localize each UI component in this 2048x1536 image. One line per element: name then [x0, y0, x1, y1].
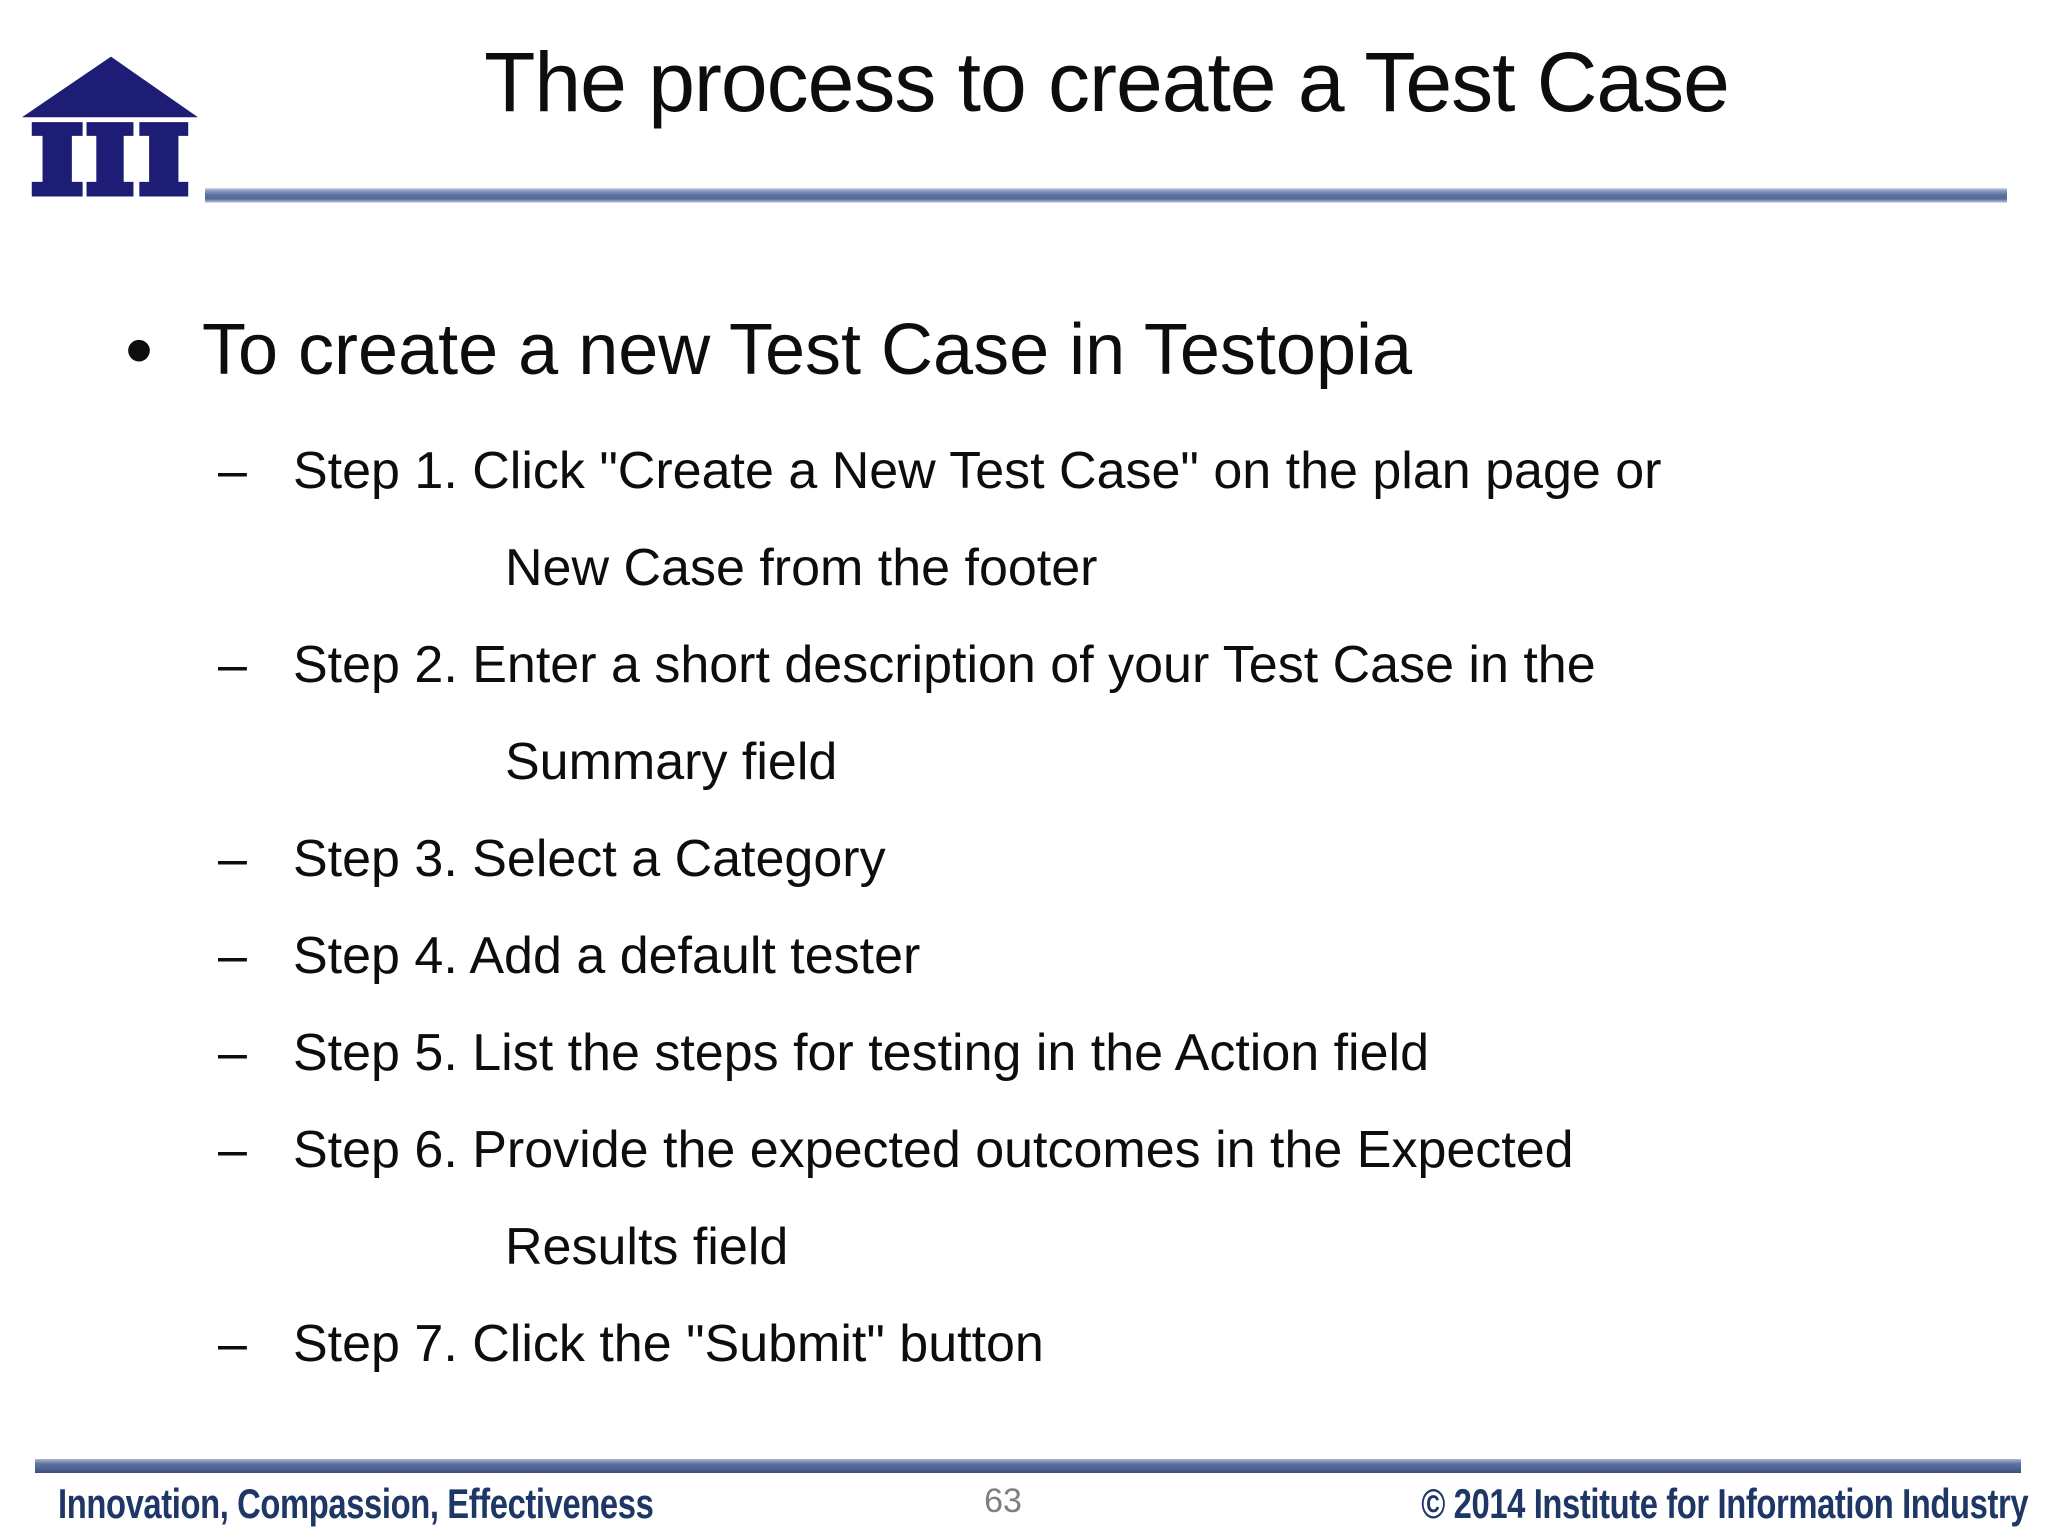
- title-underline: [205, 188, 2007, 203]
- bullet-item: • To create a new Test Case in Testopia: [0, 300, 2048, 400]
- step-line: Results field: [0, 1198, 2048, 1295]
- step-line-text: Step 1. Click "Create a New Test Case" o…: [293, 441, 1662, 500]
- footer-copyright-text: © 2014 Institute for Information Industr…: [1421, 1480, 2028, 1527]
- footer-bar: [35, 1459, 2021, 1473]
- dash-marker: –: [218, 1120, 247, 1179]
- step-line: – Step 6. Provide the expected outcomes …: [0, 1101, 2048, 1198]
- slide-body: • To create a new Test Case in Testopia …: [0, 300, 2048, 1392]
- step-line-text: Step 7. Click the "Submit" button: [293, 1314, 1044, 1373]
- bullet-marker: •: [125, 305, 154, 394]
- step-line-text: Summary field: [505, 732, 838, 791]
- dash-marker: –: [218, 635, 247, 694]
- step-line-text: Step 3. Select a Category: [293, 829, 886, 888]
- step-line-text: Step 2. Enter a short description of you…: [293, 635, 1596, 694]
- step-line: – Step 7. Click the "Submit" button: [0, 1295, 2048, 1392]
- institute-logo: [22, 56, 198, 204]
- slide-title: The process to create a Test Case: [484, 35, 1730, 129]
- dash-marker: –: [218, 1314, 247, 1373]
- steps-list: – Step 1. Click "Create a New Test Case"…: [0, 422, 2048, 1392]
- step-line: – Step 1. Click "Create a New Test Case"…: [0, 422, 2048, 519]
- step-line-text: Step 6. Provide the expected outcomes in…: [293, 1120, 1574, 1179]
- dash-marker: –: [218, 441, 247, 500]
- step-line: Summary field: [0, 713, 2048, 810]
- step-line-text: Step 4. Add a default tester: [293, 926, 921, 985]
- dash-marker: –: [218, 829, 247, 888]
- dash-marker: –: [218, 1023, 247, 1082]
- step-line-text: New Case from the footer: [505, 538, 1098, 597]
- dash-marker: –: [218, 926, 247, 985]
- step-line: – Step 5. List the steps for testing in …: [0, 1004, 2048, 1101]
- step-line-text: Results field: [505, 1217, 789, 1276]
- step-line: – Step 3. Select a Category: [0, 810, 2048, 907]
- footer-motto: Innovation, Compassion, Effectiveness: [58, 1480, 821, 1528]
- footer-motto-text: Innovation, Compassion, Effectiveness: [58, 1480, 654, 1527]
- bullet-text: To create a new Test Case in Testopia: [202, 310, 1413, 390]
- page-number: 63: [984, 1482, 1022, 1520]
- step-line-text: Step 5. List the steps for testing in th…: [293, 1023, 1430, 1082]
- footer-copyright: © 2014 Institute for Information Industr…: [1250, 1480, 2028, 1528]
- step-line: – Step 2. Enter a short description of y…: [0, 616, 2048, 713]
- step-line: New Case from the footer: [0, 519, 2048, 616]
- temple-building-icon: [22, 56, 198, 197]
- step-line: – Step 4. Add a default tester: [0, 907, 2048, 1004]
